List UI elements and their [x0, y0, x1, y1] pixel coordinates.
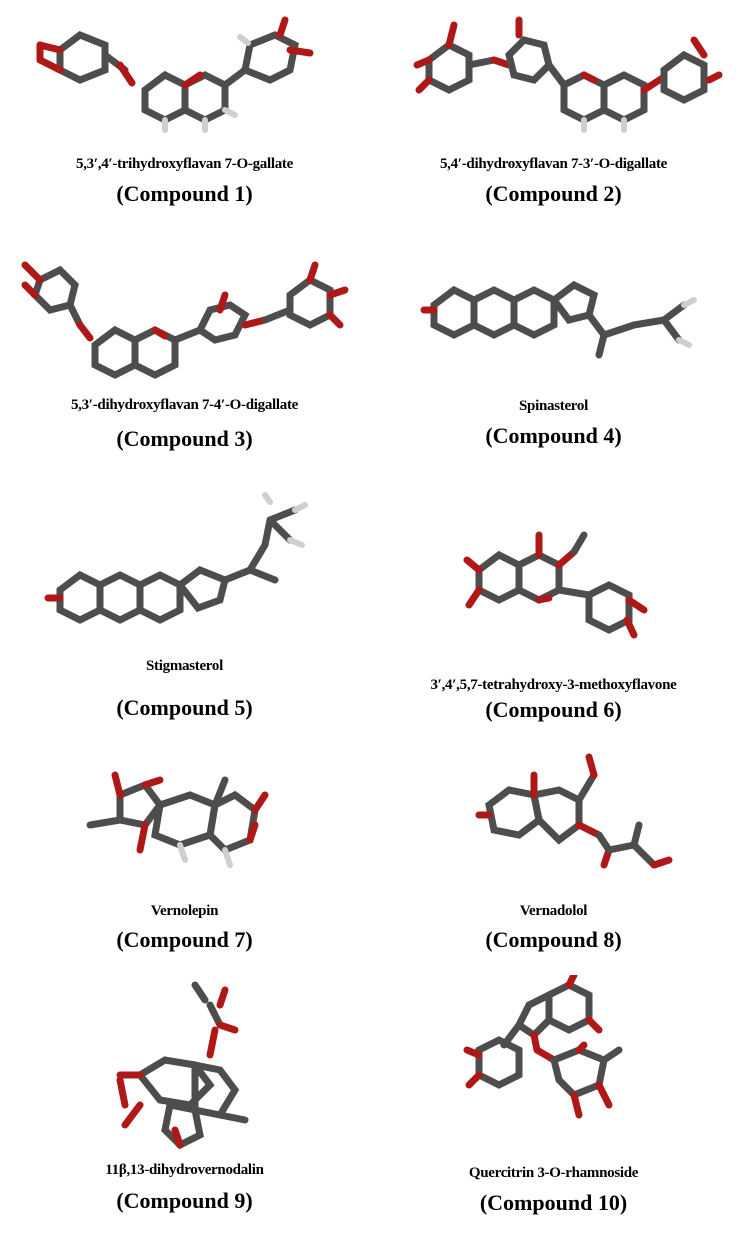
compound-3-structure	[21, 261, 349, 379]
compound-4-panel: Spinasterol (Compound 4)	[369, 240, 738, 470]
compound-10-panel: Quercitrin 3-O-rhamnoside (Compound 10)	[369, 975, 738, 1240]
compound-8-panel: Vernadolol (Compound 8)	[369, 745, 738, 975]
compound-label: (Compound 3)	[116, 426, 253, 451]
compound-1-panel: 5,3′,4′-trihydroxyflavan 7-O-gallate (Co…	[0, 0, 369, 230]
compound-label: (Compound 10)	[479, 1190, 628, 1215]
compound-name: 11β,13-dihydrovernodalin	[105, 1162, 264, 1178]
compound-4-structure	[420, 280, 697, 359]
compound-name: 5,3′-dihydroxyflavan 7-4′-O-digallate	[70, 397, 299, 413]
compound-6-panel: 3′,4′,5,7-tetrahydroxy-3-methoxyflavone …	[369, 490, 738, 730]
compound-name: Vernolepin	[150, 903, 219, 919]
compound-label: (Compound 1)	[116, 181, 253, 206]
compound-1-structure	[36, 16, 314, 133]
compound-5-structure	[44, 492, 308, 624]
compound-label: (Compound 4)	[485, 423, 622, 448]
compound-10-structure	[463, 975, 623, 1119]
compound-9-panel: 11β,13-dihydrovernodalin (Compound 9)	[0, 975, 369, 1240]
compound-label: (Compound 6)	[485, 697, 622, 722]
compound-8-structure	[475, 753, 673, 869]
compound-name: 3′,4′,5,7-tetrahydroxy-3-methoxyflavone	[430, 677, 677, 693]
compound-2-panel: 5,4′-dihydroxyflavan 7-3′-O-digallate (C…	[369, 0, 738, 230]
compound-label: (Compound 8)	[485, 927, 622, 952]
compound-5-panel: Stigmasterol (Compound 5)	[0, 490, 369, 730]
compound-label: (Compound 5)	[116, 695, 253, 720]
compound-name: 5,4′-dihydroxyflavan 7-3′-O-digallate	[439, 156, 668, 172]
compound-9-structure	[116, 981, 249, 1150]
compound-3-panel: 5,3′-dihydroxyflavan 7-4′-O-digallate (C…	[0, 240, 369, 470]
compound-2-structure	[413, 16, 723, 133]
compound-label: (Compound 9)	[116, 1188, 253, 1213]
compound-label: (Compound 2)	[485, 181, 622, 206]
compound-name: Stigmasterol	[146, 658, 223, 674]
compound-name: Quercitrin 3-O-rhamnoside	[468, 1165, 639, 1181]
compound-name: Spinasterol	[519, 398, 588, 414]
compound-label: (Compound 7)	[116, 927, 253, 952]
compound-name: 5,3′,4′-trihydroxyflavan 7-O-gallate	[76, 156, 293, 172]
compound-6-structure	[463, 531, 648, 639]
compound-name: Vernadolol	[519, 903, 588, 919]
compound-7-panel: Vernolepin (Compound 7)	[0, 745, 369, 975]
compound-7-structure	[86, 771, 269, 868]
